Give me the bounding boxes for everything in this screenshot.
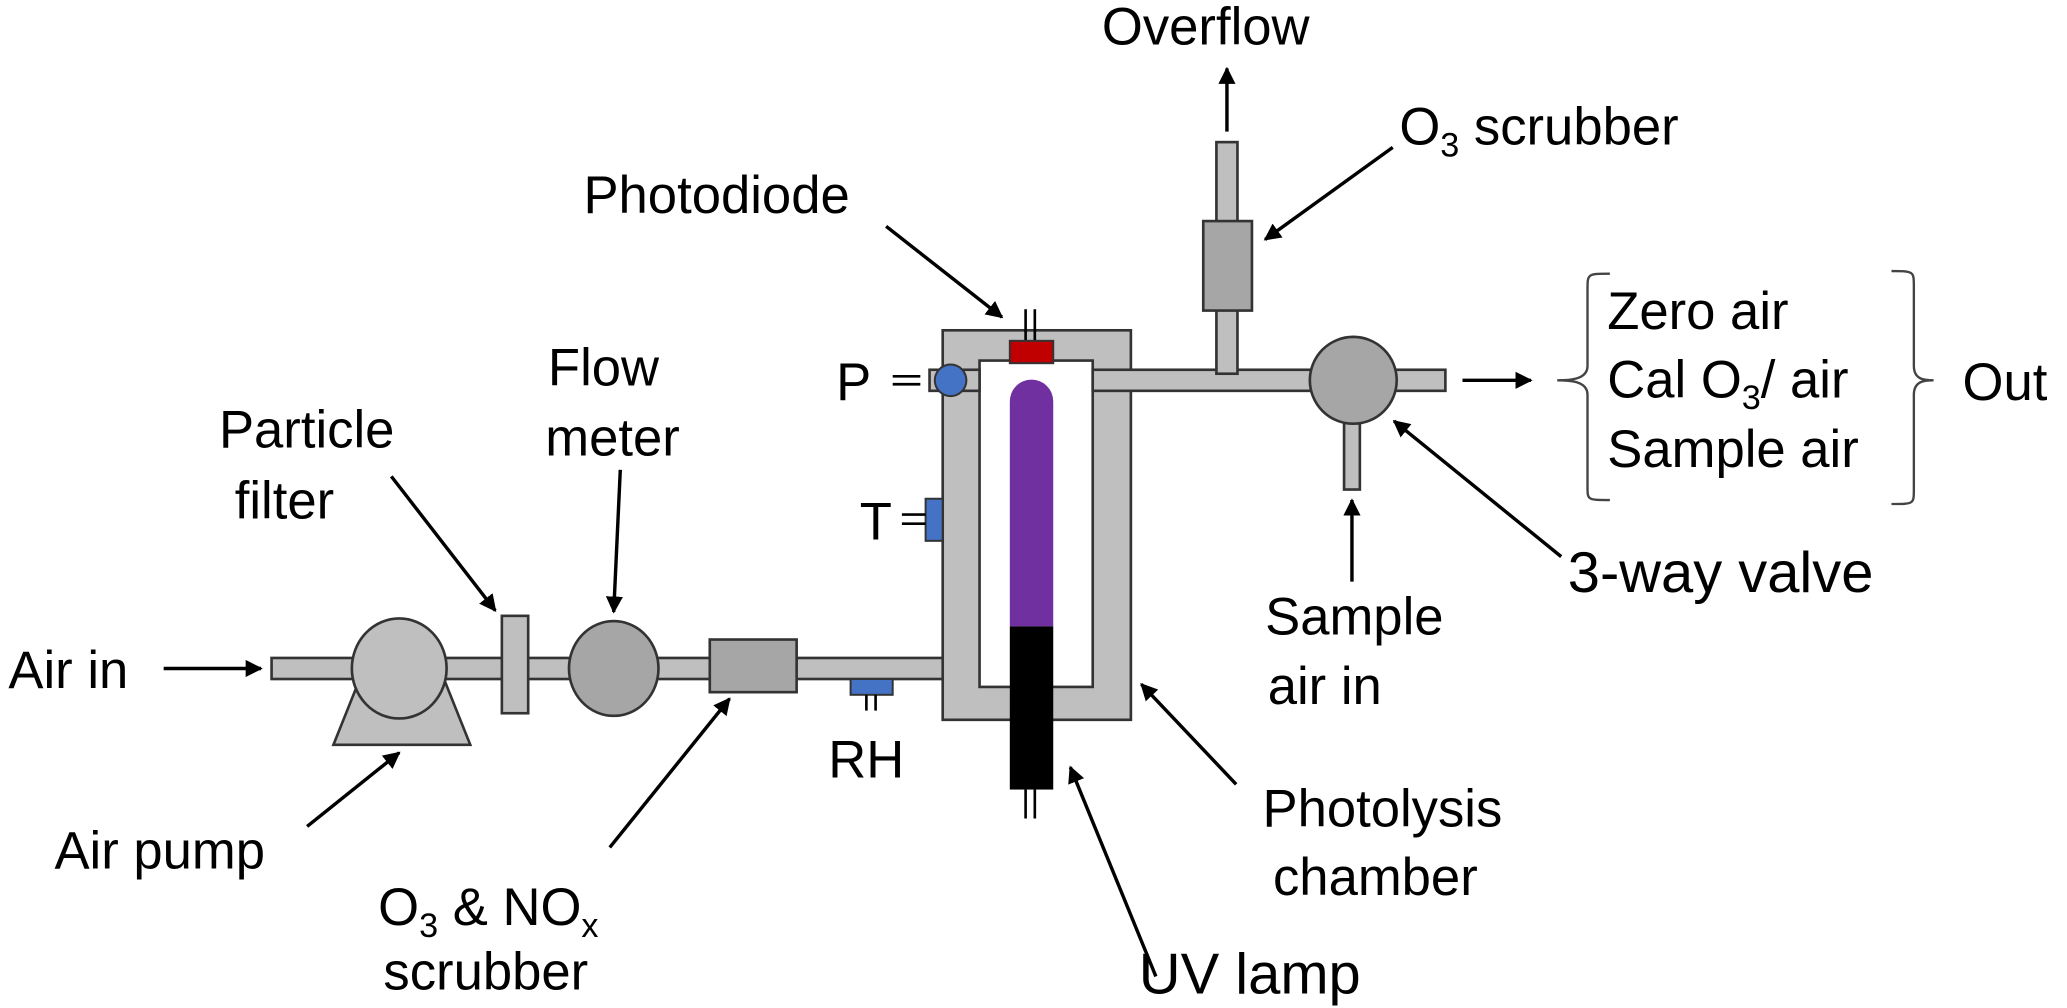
left-brace <box>1557 272 1610 502</box>
o3-scrubber <box>1201 219 1254 312</box>
flow-meter-label-1: Flow <box>548 339 660 398</box>
o3-scrubber-arrow <box>1263 145 1394 241</box>
flow-meter <box>567 619 660 718</box>
output-zero-air: Zero air <box>1607 282 1788 341</box>
o3-scrubber-label: O3 scrubber <box>1399 98 1678 165</box>
photodiode-arrow <box>885 224 1004 319</box>
particle-filter-arrow <box>389 475 497 612</box>
o3-nox-scrubber-label-1: O3 & NOx <box>378 878 598 945</box>
photodiode-label: Photodiode <box>583 166 849 225</box>
air-pump-label: Air pump <box>54 822 265 881</box>
sample-air-in-label-2: air in <box>1268 657 1382 716</box>
overflow-label: Overflow <box>1102 0 1311 57</box>
uv-lamp-arrow <box>1068 765 1158 978</box>
t-label: T <box>860 493 892 552</box>
uv-lamp-label: UV lamp <box>1139 943 1361 1007</box>
flow-meter-arrow <box>605 469 623 614</box>
rh-label: RH <box>828 731 904 790</box>
rh-sensor <box>849 678 894 711</box>
temperature-sensor <box>901 497 944 542</box>
particle-filter-label-2: filter <box>235 471 334 530</box>
photolysis-chamber-label-1: Photolysis <box>1262 779 1502 838</box>
o3-nox-scrubber-label-2: scrubber <box>383 943 588 1002</box>
right-brace <box>1891 269 1934 506</box>
air-pump <box>331 617 473 747</box>
three-way-valve-label: 3-way valve <box>1568 541 1874 605</box>
three-way-valve <box>1308 335 1399 491</box>
scrubber-arrow <box>608 697 731 849</box>
sample-air-in-label-1: Sample <box>1265 587 1443 646</box>
flow-meter-label-2: meter <box>545 408 680 467</box>
p-label: P <box>836 353 871 412</box>
o3-nox-scrubber <box>708 638 798 694</box>
out-label: Out <box>1963 353 2048 412</box>
air-pump-arrow <box>306 751 401 828</box>
output-sample-air: Sample air <box>1607 420 1859 479</box>
photodiode <box>1008 309 1055 365</box>
valve-arrow <box>1392 419 1563 558</box>
uv-lamp <box>1009 379 1054 819</box>
output-cal-o3-air: Cal O3/ air <box>1607 350 1848 417</box>
photolysis-chamber-label-2: chamber <box>1273 848 1478 907</box>
chamber-arrow <box>1140 683 1238 786</box>
particle-filter <box>500 614 530 715</box>
air-in-label: Air in <box>8 641 128 700</box>
pressure-sensor <box>892 363 968 398</box>
particle-filter-label-1: Particle <box>219 400 394 459</box>
